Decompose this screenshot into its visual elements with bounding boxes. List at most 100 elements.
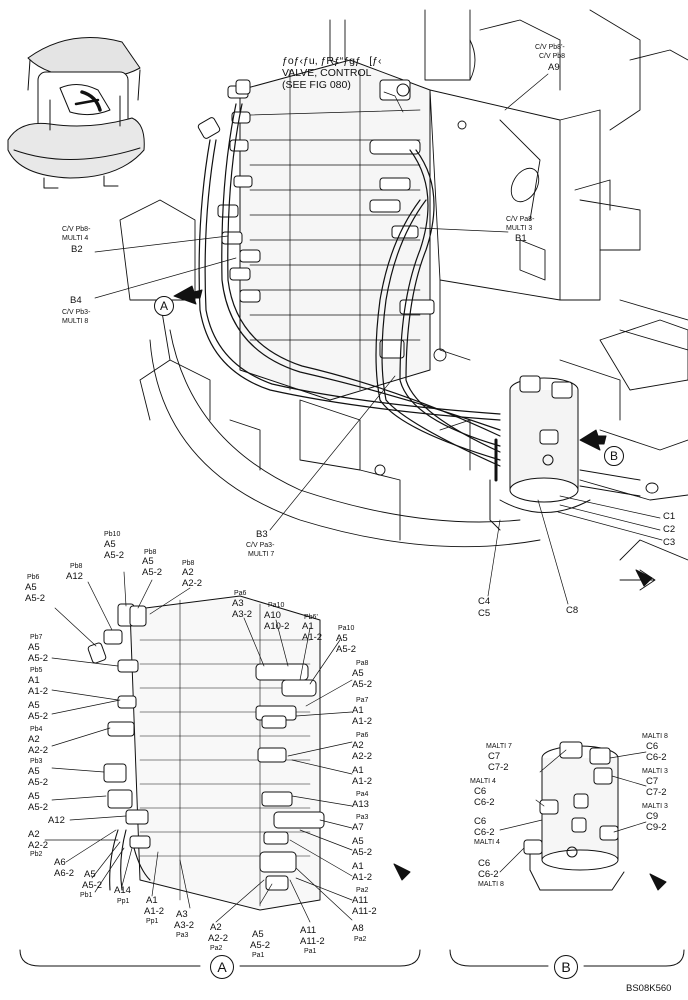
pb4-a2-2: A2-2: [28, 745, 49, 756]
a1r2-code: A1: [352, 861, 364, 872]
b-m4-c6: C6: [474, 786, 487, 797]
swivel-joint-top: [489, 375, 641, 531]
a5-left: A5: [28, 700, 40, 711]
title-see-fig: (SEE FIG 080): [282, 79, 351, 91]
a9-code: A9: [548, 62, 560, 73]
a9-sub2: C/V Pb8: [539, 53, 566, 60]
pb3-a5: A5: [28, 766, 40, 777]
pa10-port: Pa10: [268, 602, 285, 609]
pb8a-port: Pb8: [144, 549, 157, 556]
b-m4-c6-2: C6-2: [474, 797, 495, 808]
pb6-a5-2: A5-2: [25, 593, 46, 604]
pb2-a2: A2: [28, 829, 40, 840]
pa4-port: Pa4: [356, 791, 369, 798]
a14-code: A14: [114, 885, 131, 896]
pa10b-a5-2: A5-2: [336, 644, 357, 655]
a8-code: A8: [352, 923, 364, 934]
c1-code: C1: [663, 511, 676, 522]
pb8b-a2: A2: [182, 567, 194, 578]
pb2-a2-2: A2-2: [28, 840, 49, 851]
pa6b-port: Pa6: [356, 732, 369, 739]
title-valve-control: VALVE, CONTROL: [282, 67, 372, 79]
b1-sub1: C/V Pa8-: [506, 216, 535, 223]
view-a-arrow: [173, 285, 203, 305]
pa6b-a2-2: A2-2: [352, 751, 373, 762]
a2-bottom: A2: [210, 922, 222, 933]
pa3-a7: A7: [352, 822, 364, 833]
a12-left: A12: [48, 815, 65, 826]
pa8-port: Pa8: [356, 660, 369, 667]
pb8a-a5: A5: [142, 556, 154, 567]
a1r-code: A1: [352, 765, 364, 776]
pa10b-a5: A5: [336, 633, 348, 644]
machine-thumbnail: [7, 37, 145, 189]
pb8b-a2-2: A2-2: [182, 578, 203, 589]
pb8c-a12: A12: [66, 571, 83, 582]
a3-bottom: A3: [176, 909, 188, 920]
b-m4b-c6-2: C6-2: [474, 827, 495, 838]
b-m8-c6: C6: [646, 741, 659, 752]
pa8-a5-2: A5-2: [352, 679, 373, 690]
pb5-port: Pb5: [30, 667, 43, 674]
figure-id: BS08K560: [626, 983, 672, 994]
view-a-marker: A: [210, 955, 234, 979]
top-valve-fittings: [197, 79, 435, 359]
pb6p-a1: A1: [302, 621, 314, 632]
a3-2-bottom: A3-2: [174, 920, 195, 931]
b-m8b-name: MALTI 8: [478, 881, 504, 888]
a5b-2-left: A5-2: [28, 802, 49, 813]
b-m3-c7: C7: [646, 776, 659, 787]
a8-port: Pa2: [354, 936, 367, 943]
upperstructure-frame: [119, 9, 688, 591]
c3-code: C3: [663, 537, 676, 548]
a2-port-bottom: Pa2: [210, 945, 223, 952]
pb6-a5: A5: [25, 582, 37, 593]
top-leader-lines: [94, 73, 663, 605]
a11-port-bottom: Pa1: [304, 948, 317, 955]
flow-arrow-view-a: [393, 863, 411, 881]
b-m3b-c9-2: C9-2: [646, 822, 667, 833]
a14-port: Pp1: [117, 898, 130, 905]
pa3-port: Pa3: [356, 814, 369, 821]
b-m4b-c6: C6: [474, 816, 487, 827]
a5d-bottom: A5: [252, 929, 264, 940]
pa6-a3-2: A3-2: [232, 609, 253, 620]
pb6-port: Pb6: [27, 574, 40, 581]
pb1-port: Pb1: [80, 892, 93, 899]
view-b-marker: B: [554, 955, 578, 979]
a1-port-bottom: Pp1: [146, 918, 159, 925]
b-m8-name: MALTI 8: [642, 733, 668, 740]
a2-2-bottom: A2-2: [208, 933, 229, 944]
a5d-port-bottom: Pa1: [252, 952, 265, 959]
a1-bottom: A1: [146, 895, 158, 906]
pb5-a1: A1: [28, 675, 40, 686]
pa10-a10: A10: [264, 610, 281, 621]
b-m8b-c6: C6: [478, 858, 491, 869]
pb10-port: Pb10: [104, 531, 121, 538]
flow-arrow-view-b: [649, 873, 667, 891]
pb3-port: Pb3: [30, 758, 43, 765]
a1r-2-code: A1-2: [352, 776, 373, 787]
swivel-joint-view-b: [523, 741, 625, 891]
view-a-fittings: [87, 603, 325, 891]
pa10b-port: Pa10: [338, 625, 355, 632]
pa10-a10-2: A10-2: [264, 621, 290, 632]
a11-2-bottom: A11-2: [300, 936, 325, 947]
b2-sub2: MULTI 4: [62, 235, 89, 242]
a5-2-left: A5-2: [28, 711, 49, 722]
a5c-2-left: A5-2: [82, 880, 103, 891]
a1-2-bottom: A1-2: [144, 906, 165, 917]
b4-sub1: C/V Pb3-: [62, 309, 91, 316]
view-a-hoses: [109, 829, 151, 891]
pb10-a5-2: A5-2: [104, 550, 125, 561]
b-m3-name: MALTI 3: [642, 768, 668, 775]
view-separators: [19, 949, 685, 967]
pb5-a1-2: A1-2: [28, 686, 49, 697]
b-m4b-name: MALTI 4: [474, 839, 500, 846]
pb7-a5: A5: [28, 642, 40, 653]
a9-sub1: C/V Pb8'-: [535, 44, 565, 51]
pb7-port: Pb7: [30, 634, 43, 641]
a6-left: A6: [54, 857, 66, 868]
pb10-a5: A5: [104, 539, 116, 550]
